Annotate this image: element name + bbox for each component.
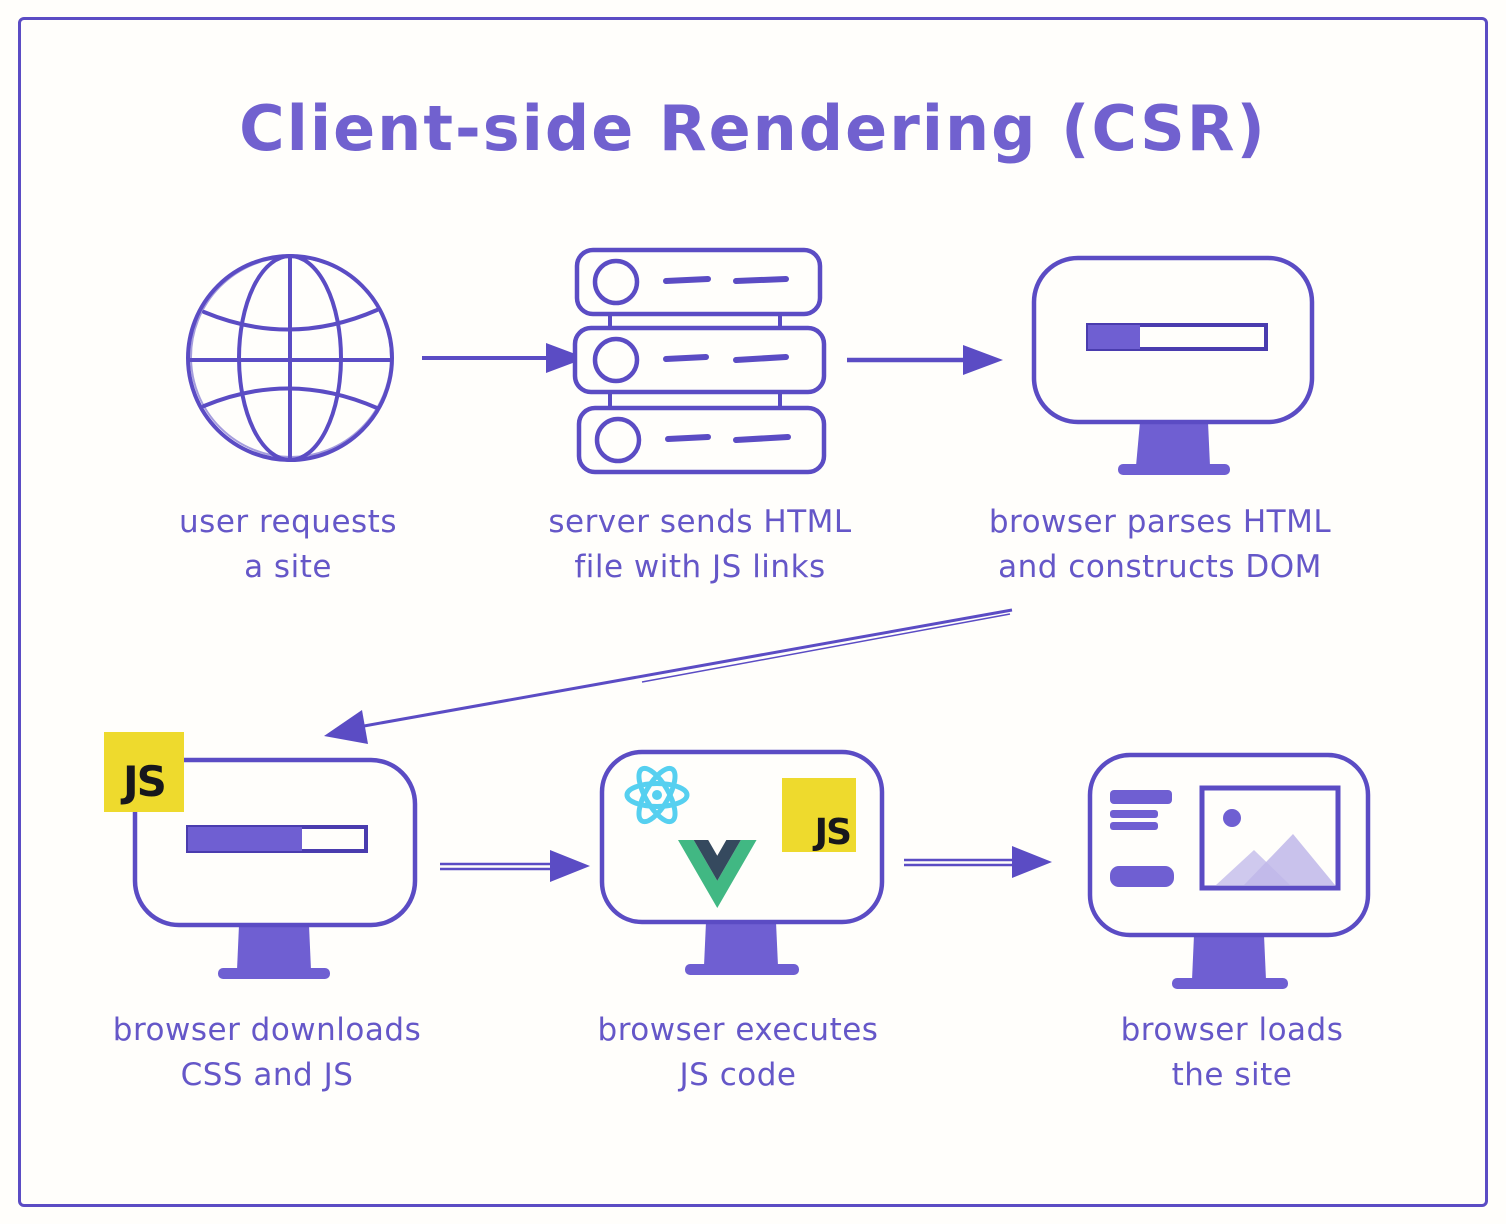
site-image-placeholder [1199, 785, 1341, 891]
caption-line: and constructs DOM [998, 549, 1322, 585]
react-logo-icon [624, 765, 690, 825]
arrow-right-icon [440, 850, 590, 882]
site-text-lines [1110, 790, 1174, 887]
arrow-right-icon [847, 345, 1003, 375]
js-logo-label: JS [812, 812, 850, 853]
monitor-frameworks-icon: JS [599, 749, 885, 975]
monitor-site-icon [1087, 752, 1371, 989]
caption-line: the site [1171, 1057, 1293, 1093]
caption-line: browser parses HTML [988, 504, 1332, 540]
vue-logo-icon [678, 840, 757, 909]
monitor-js-download-icon [132, 757, 418, 979]
js-logo-label: JS [123, 757, 167, 806]
globe-icon [186, 254, 394, 462]
step-caption: user requests a site [108, 500, 468, 590]
caption-line: file with JS links [574, 549, 826, 585]
step-caption: browser downloads CSS and JS [87, 1008, 447, 1098]
caption-line: CSS and JS [180, 1057, 354, 1093]
step-caption: browser executes JS code [558, 1008, 918, 1098]
step-caption: server sends HTML file with JS links [520, 500, 880, 590]
arrow-right-icon [422, 343, 586, 373]
caption-line: browser downloads [112, 1012, 422, 1048]
caption-line: a site [244, 549, 332, 585]
caption-line: browser loads [1120, 1012, 1344, 1048]
arrow-right-icon [904, 846, 1052, 878]
caption-line: JS code [679, 1057, 797, 1093]
diagram-title: Client-side Rendering (CSR) [239, 92, 1267, 165]
monitor-loading-icon [1031, 255, 1315, 475]
step-caption: browser parses HTML and constructs DOM [970, 500, 1350, 590]
caption-line: browser executes [597, 1012, 879, 1048]
js-logo-badge: JS [782, 778, 856, 853]
server-icon [572, 247, 827, 475]
js-logo-badge: JS [104, 732, 184, 812]
caption-line: server sends HTML [548, 504, 852, 540]
caption-line: user requests [179, 504, 397, 540]
step-caption: browser loads the site [1052, 1008, 1412, 1098]
arrow-diagonal-icon [324, 608, 1013, 744]
